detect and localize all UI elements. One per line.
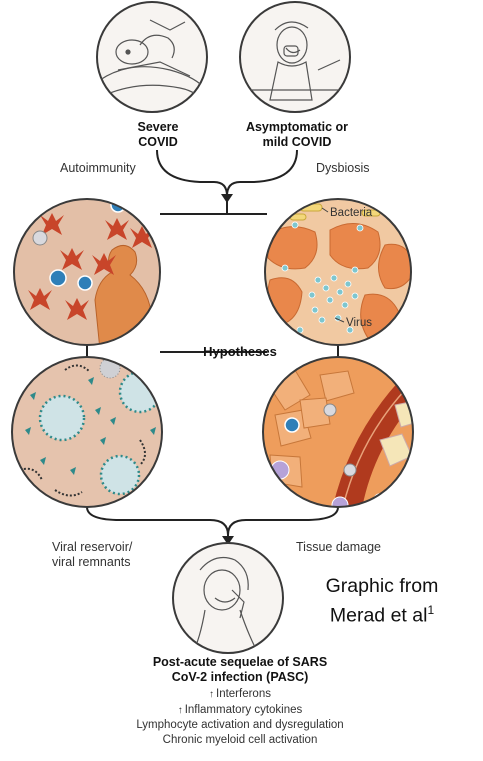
pasc-illustration (173, 543, 283, 660)
arrowhead-top (221, 194, 233, 203)
outcome-interferons: ↑Interferons (80, 687, 400, 703)
tissue-damage-label: Tissue damage (296, 540, 381, 555)
viral-reservoir-label: Viral reservoir/ viral remnants (52, 540, 172, 570)
autoimmunity-illustration (14, 198, 160, 350)
tissue-damage-illustration (263, 357, 421, 520)
outcome-text: Inflammatory cytokines (185, 704, 303, 716)
pasc-title: Post-acute sequelae of SARS CoV-2 infect… (100, 655, 380, 685)
mild-covid-illustration (240, 2, 350, 112)
flow-line-severe (157, 150, 227, 196)
severe-covid-label: Severe COVID (108, 120, 208, 150)
credit-footnote-marker: 1 (427, 603, 434, 617)
credit-line-1: Graphic from (326, 575, 439, 597)
outcome-lymphocyte: Lymphocyte activation and dysregulation (80, 718, 400, 733)
up-arrow-icon: ↑ (178, 705, 183, 716)
graphic-credit: Graphic from Merad et al1 (296, 574, 468, 628)
outcome-myeloid: Chronic myeloid cell activation (80, 733, 400, 748)
outcome-text: Chronic myeloid cell activation (163, 734, 318, 746)
bacteria-callout: Bacteria (330, 207, 373, 219)
outcome-cytokines: ↑Inflammatory cytokines (80, 703, 400, 719)
dysbiosis-illustration: Bacteria Virus (265, 199, 415, 345)
virus-callout: Virus (346, 317, 372, 329)
flow-line-bottom-merge (87, 507, 338, 535)
pasc-outcomes: ↑Interferons ↑Inflammatory cytokines Lym… (80, 687, 400, 747)
autoimmunity-label: Autoimmunity (60, 161, 136, 176)
viral-reservoir-illustration (12, 357, 162, 507)
flow-line-mild (227, 150, 297, 196)
up-arrow-icon: ↑ (209, 689, 214, 700)
dysbiosis-label: Dysbiosis (316, 161, 370, 176)
severe-covid-illustration (97, 2, 210, 112)
credit-line-2: Merad et al (330, 605, 428, 627)
outcome-text: Interferons (216, 688, 271, 700)
outcome-text: Lymphocyte activation and dysregulation (136, 719, 343, 731)
mild-covid-label: Asymptomatic or mild COVID (232, 120, 362, 150)
hypotheses-label: Hypotheses (180, 344, 300, 359)
